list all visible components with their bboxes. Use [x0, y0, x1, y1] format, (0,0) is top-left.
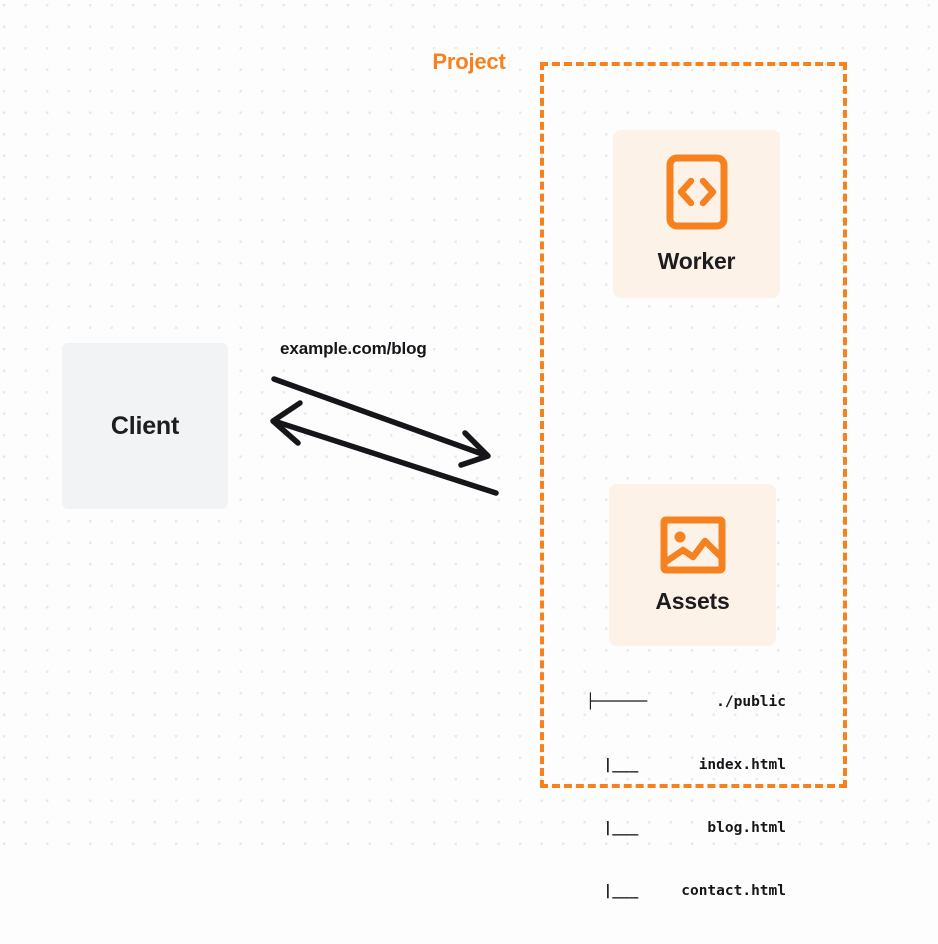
asset-file-tree: ├────── ./public |___ index.html |___ bl… [586, 650, 786, 944]
tree-item-name: ./public [716, 694, 786, 710]
tree-branch-glyph: |___ [586, 757, 639, 773]
file-tree-row: |___ index.html [586, 755, 786, 776]
connection-arrows [270, 376, 499, 496]
worker-label: Worker [657, 247, 736, 274]
assets-card[interactable]: Assets [609, 484, 776, 646]
assets-label: Assets [655, 587, 730, 614]
code-brackets-icon [666, 154, 728, 230]
tree-item-name: contact.html [681, 883, 786, 899]
tree-item-name: index.html [698, 757, 786, 773]
diagram-canvas: Client example.com/blog Project Worker [0, 0, 938, 899]
tree-item-name: blog.html [707, 820, 786, 836]
project-boundary [540, 62, 847, 788]
worker-card[interactable]: Worker [613, 130, 780, 298]
client-label: Client [110, 411, 180, 440]
image-icon [660, 516, 726, 574]
tree-branch-glyph: |___ [586, 820, 639, 836]
tree-branch-glyph: |___ [586, 883, 639, 899]
file-tree-row: |___ blog.html [586, 818, 786, 839]
request-arrow-right [271, 376, 491, 468]
client-node[interactable]: Client [62, 343, 228, 509]
tree-branch-glyph: ├────── [586, 694, 648, 710]
connection-label: example.com/blog [280, 339, 427, 358]
file-tree-row: ├────── ./public [586, 692, 786, 713]
response-arrow-left [270, 400, 499, 496]
project-title: Project [426, 49, 512, 75]
file-tree-row: |___ contact.html [586, 881, 786, 902]
